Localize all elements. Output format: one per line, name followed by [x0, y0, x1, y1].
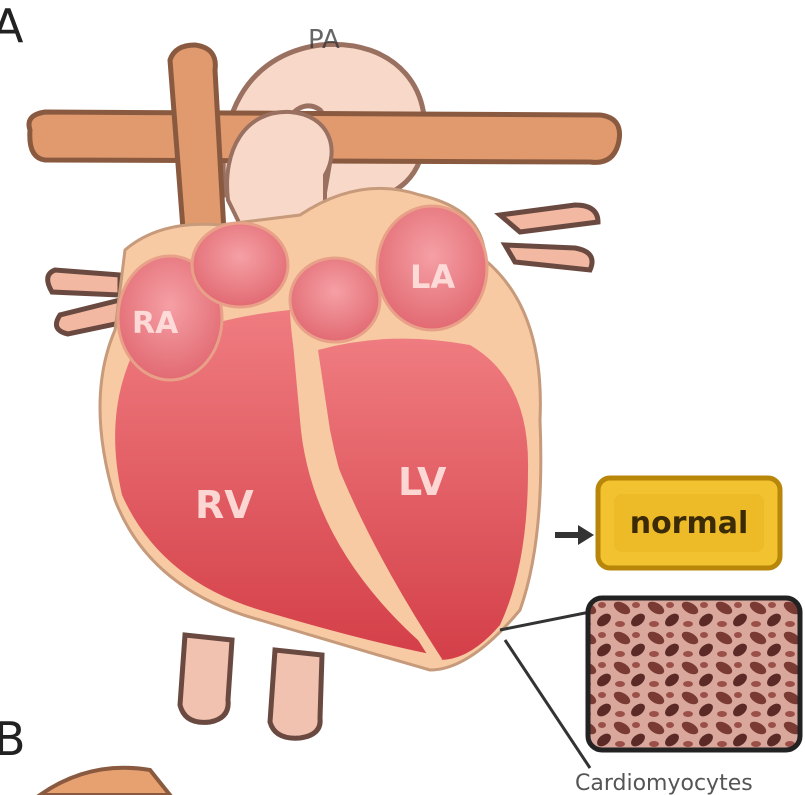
chamber-label-la: LA: [410, 258, 455, 296]
panel-label-a: A: [0, 0, 24, 53]
status-badge: normal: [598, 478, 780, 568]
status-badge-text: normal: [630, 506, 749, 541]
inset-pointer-lines: [500, 610, 600, 768]
chamber-label-lv: LV: [398, 460, 447, 504]
left-auricle: [290, 258, 380, 342]
partial-panel-b-shape: [40, 768, 170, 795]
left-pulmonary-veins: [500, 205, 598, 270]
inset-caption: Cardiomyocytes: [575, 771, 753, 795]
chamber-label-rv: RV: [195, 483, 254, 527]
right-auricle: [192, 223, 288, 307]
panel-label-b: B: [0, 712, 26, 766]
inferior-vessels: [180, 635, 322, 738]
cardiomyocyte-inset: [588, 598, 800, 750]
arrow-to-status: [555, 525, 594, 545]
vessel-label-pa: PA: [308, 25, 340, 55]
right-pulmonary-veins: [48, 270, 125, 334]
chamber-label-ra: RA: [132, 306, 179, 341]
